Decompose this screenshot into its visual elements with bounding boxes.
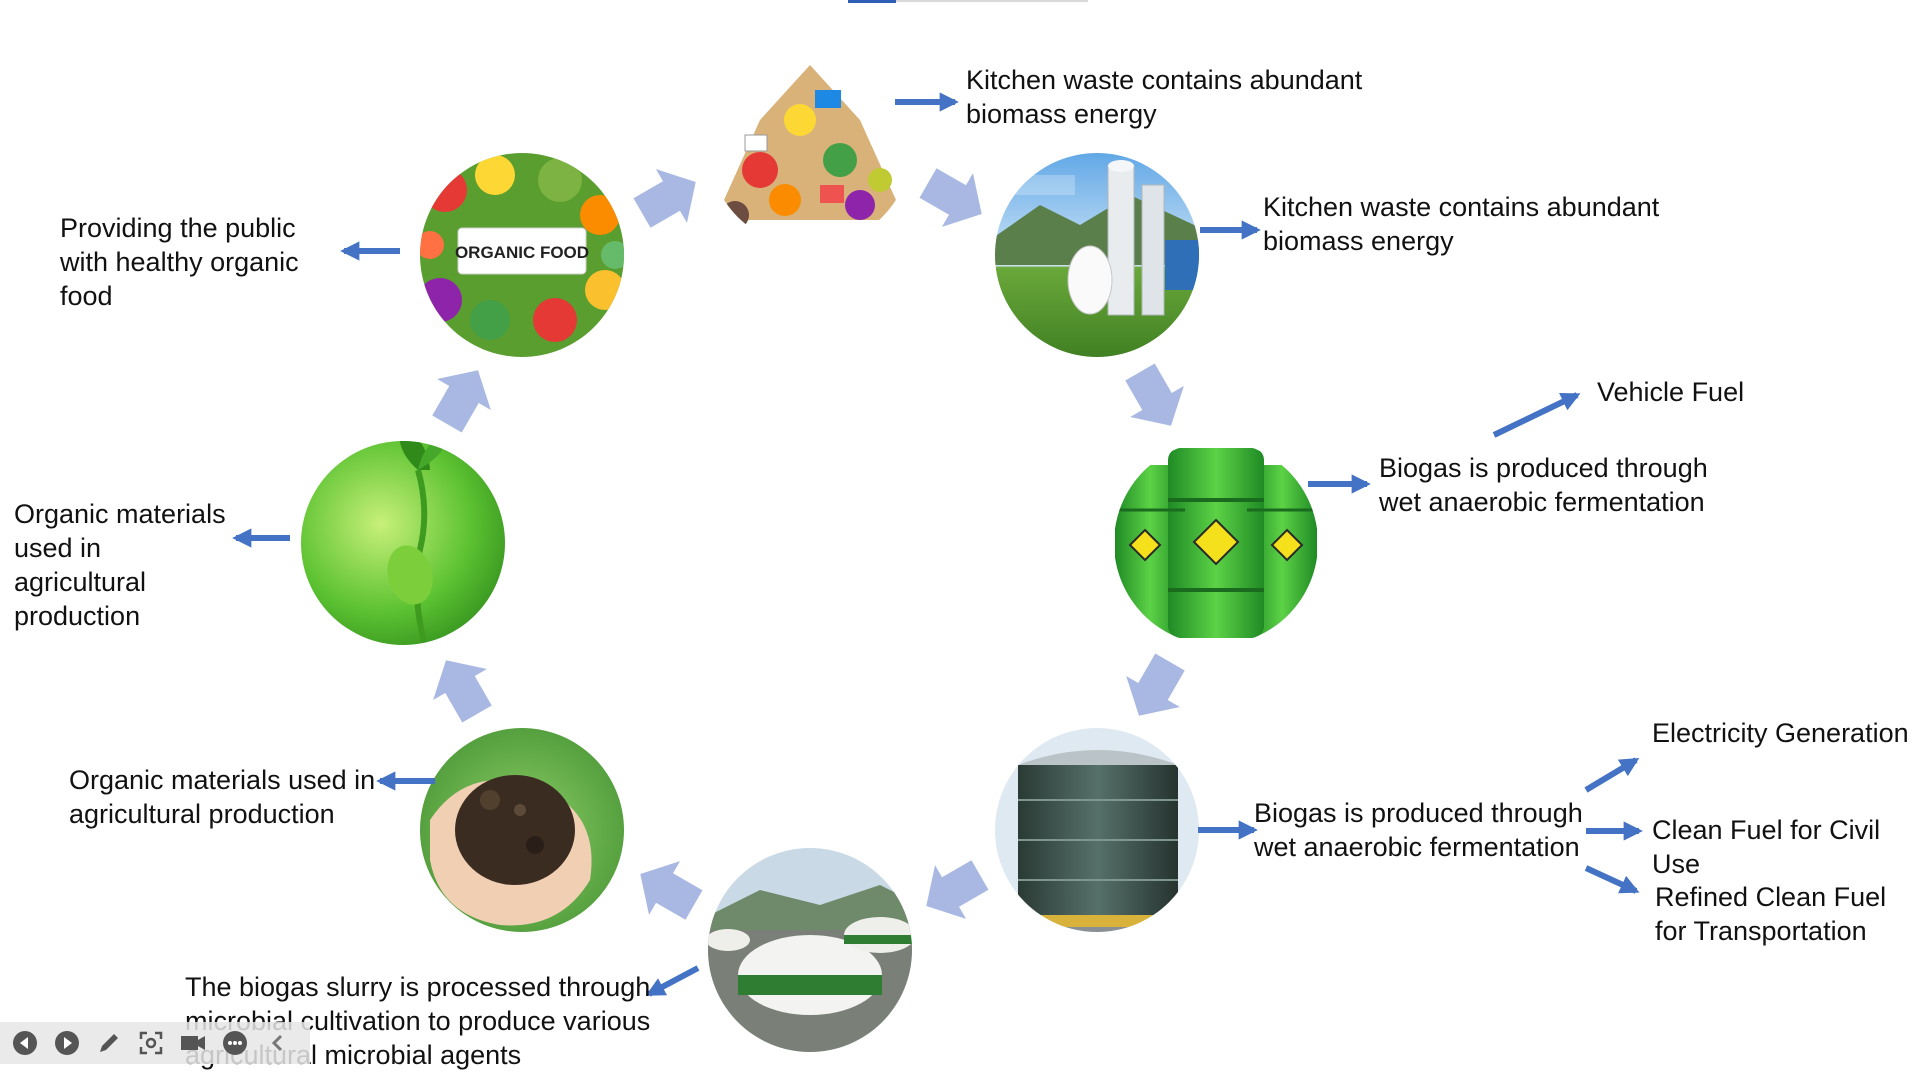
connector-transport-fuel	[1584, 865, 1640, 894]
cycle-arrow-8	[432, 370, 491, 433]
organic-food-badge: ORGANIC FOOD	[455, 243, 589, 262]
cycle-arrow-3	[1125, 363, 1184, 426]
organic-food-image	[420, 153, 624, 357]
label-barrels: Biogas is produced through wet anaerobic…	[1379, 453, 1708, 517]
green-barrels-image	[1114, 441, 1318, 645]
connector-electricity	[1584, 757, 1640, 793]
connector-digester	[645, 965, 700, 997]
label-electricity: Electricity Generation	[1652, 718, 1909, 748]
camera-icon[interactable]	[178, 1028, 208, 1058]
label-vehicle-fuel: Vehicle Fuel	[1597, 377, 1745, 407]
top-progress-accent	[848, 0, 896, 3]
connector-arrows	[232, 92, 1643, 997]
zoom-icon[interactable]	[136, 1028, 166, 1058]
collapse-icon[interactable]	[262, 1028, 292, 1058]
kitchen-waste-image	[708, 43, 912, 247]
cycle-arrow-5	[926, 860, 989, 919]
digester-domes-image	[708, 848, 912, 1052]
presentation-toolbar	[0, 1022, 310, 1064]
label-sprout: Organic materials used in agricultural p…	[14, 499, 226, 631]
cycle-arrow-2	[919, 168, 982, 227]
soil-in-hands-image	[420, 728, 624, 932]
label-biogas-plant: Kitchen waste contains abundant biomass …	[1263, 192, 1660, 256]
cycle-arrow-7	[433, 660, 492, 723]
pen-icon[interactable]	[94, 1028, 124, 1058]
label-civil-fuel: Clean Fuel for Civil Use	[1652, 815, 1881, 879]
next-icon[interactable]	[52, 1028, 82, 1058]
storage-tank-image	[995, 728, 1199, 932]
cycle-arrows	[432, 168, 1185, 920]
label-transport-fuel: Refined Clean Fuel for Transportation	[1655, 882, 1887, 946]
more-icon[interactable]	[220, 1028, 250, 1058]
green-sprout-image	[301, 441, 505, 645]
prev-icon[interactable]	[10, 1028, 40, 1058]
label-soil: Organic materials used in agricultural p…	[69, 765, 376, 829]
cycle-arrow-6	[640, 861, 703, 920]
label-organic-food: Providing the public with healthy organi…	[60, 213, 299, 311]
top-progress-bar	[848, 0, 1088, 3]
cycle-arrow-4	[1126, 653, 1185, 716]
cycle-arrow-1	[633, 169, 696, 228]
label-storage-tank: Biogas is produced through wet anaerobic…	[1254, 798, 1583, 862]
biogas-plant-image	[995, 153, 1199, 357]
connector-vehicle-fuel	[1492, 392, 1581, 438]
label-kitchen-waste: Kitchen waste contains abundant biomass …	[966, 65, 1363, 129]
